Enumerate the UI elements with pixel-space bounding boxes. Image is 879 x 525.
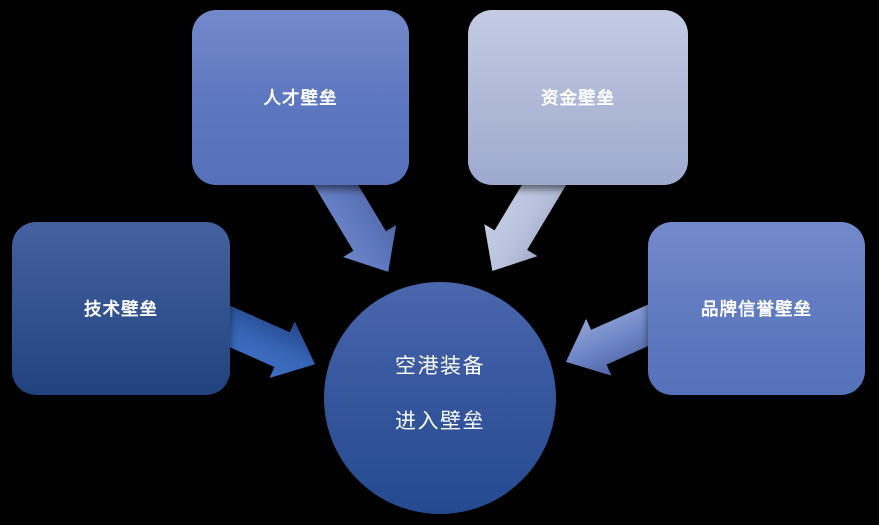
center-node-line1: 空港装备 [395,355,485,378]
box-talent-label: 人才壁垒 [263,88,338,108]
center-node-airport-equipment-entry-barrier: 空港装备 进入壁垒 [324,282,556,514]
box-technology-barrier: 技术壁垒 [12,222,230,395]
box-technology-label: 技术壁垒 [84,299,158,319]
arrow-talent-to-center [313,165,397,272]
arrow-brand-to-center [565,302,668,376]
box-capital-label: 资金壁垒 [541,88,615,108]
box-talent-barrier: 人才壁垒 [192,10,409,185]
box-brand-label: 品牌信誉壁垒 [701,299,812,319]
arrow-capital-to-center [484,165,567,272]
arrow-technology-to-center [212,304,316,378]
center-node-line2: 进入壁垒 [395,410,485,433]
box-capital-barrier: 资金壁垒 [468,10,688,185]
box-brand-reputation-barrier: 品牌信誉壁垒 [648,222,865,395]
